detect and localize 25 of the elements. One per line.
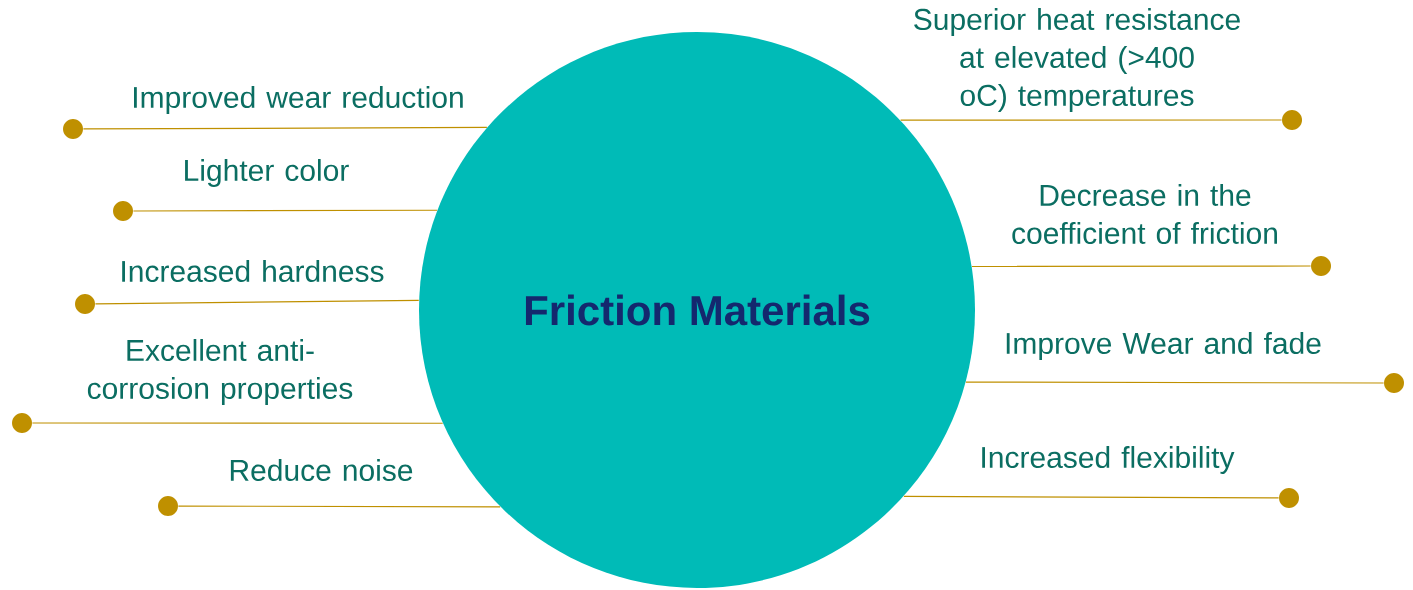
edge-label: Increased flexibility [982,446,1235,474]
dot-marker [1282,110,1302,130]
edge-label: Increased hardness [122,260,384,282]
leader-line [965,381,1385,384]
dot-marker [1279,488,1299,508]
dot-marker [1384,373,1404,393]
dot-marker [63,119,83,139]
leader-line [132,209,438,212]
dot-marker [1311,256,1331,276]
leader-line [900,119,1283,121]
leader-line [82,126,488,130]
dot-marker [158,496,178,516]
leader-line [971,265,1312,268]
edge-label: Reduce noise [230,459,413,481]
leader-line [31,422,444,424]
edge-label: Lighter color [185,159,349,187]
edge-label: Excellent anti-corrosion properties [87,339,353,405]
dot-marker [75,294,95,314]
dot-marker [113,201,133,221]
leader-line [94,299,420,305]
dot-marker [12,413,32,433]
leader-line [177,505,501,508]
leader-line [903,495,1280,499]
edge-label: Decrease in the coefficient of friction [1012,184,1277,244]
edge-label: Improve Wear and fade [1006,332,1321,360]
